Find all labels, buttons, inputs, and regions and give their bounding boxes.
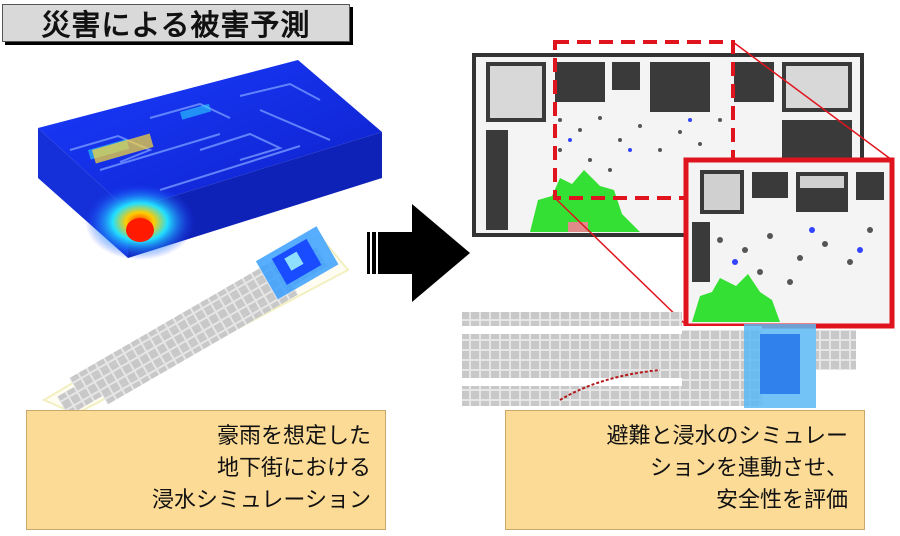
zoom-connector [554,41,893,326]
flood-simulation-caption: 豪雨を想定した 地下街における 浸水シミュレーション [26,410,386,530]
caption-line: 安全性を評価 [715,488,848,513]
caption-line: 避難と浸水のシミュレー [606,424,848,449]
page-title: 災害による被害予測 [2,4,350,42]
caption-line: 浸水シミュレーション [151,488,371,513]
evacuation-simulation-caption: 避難と浸水のシミュレー ションを連動させ、 安全性を評価 [505,410,865,530]
underground-evacuation-plan [462,312,856,408]
caption-line: 地下街における [216,456,371,481]
flood-3d-model [38,60,382,260]
zoom-inset [683,157,895,329]
caption-line: 豪雨を想定した [216,424,371,449]
caption-line: ションを連動させ、 [649,456,848,481]
arrow-icon [367,204,470,302]
underground-flood-plan [41,226,350,416]
